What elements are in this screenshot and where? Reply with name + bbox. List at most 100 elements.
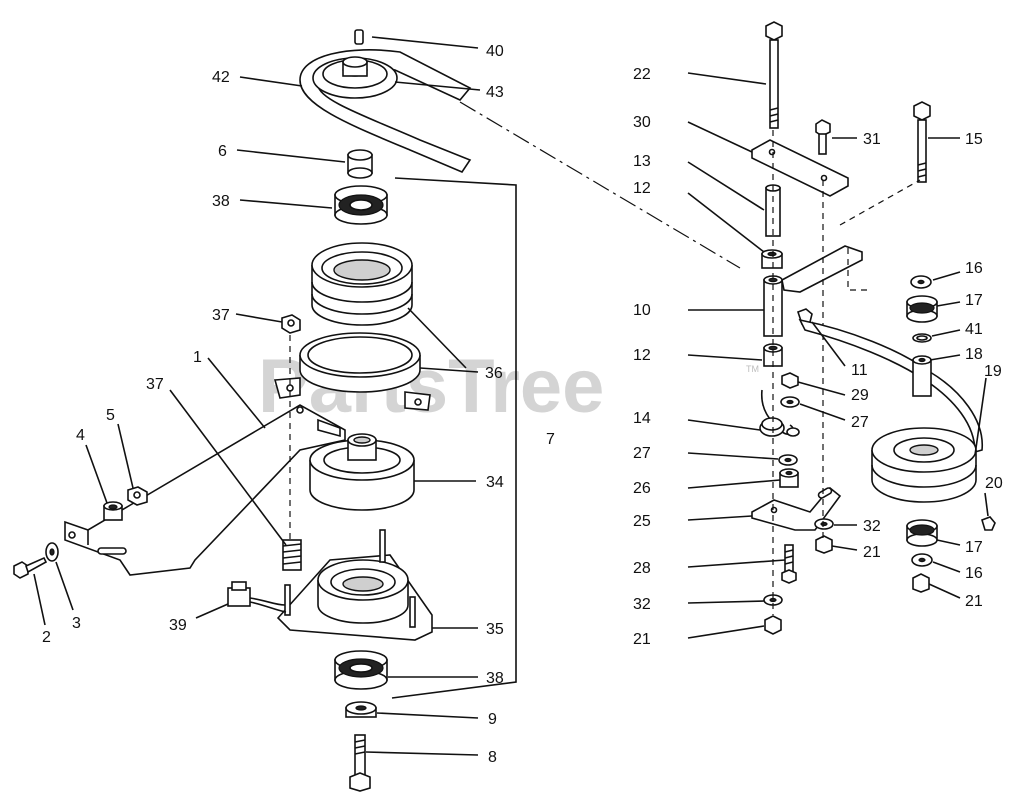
- label-31: 31: [863, 131, 881, 148]
- label-21-bottom: 21: [633, 631, 651, 648]
- label-2: 2: [42, 629, 51, 646]
- label-3: 3: [72, 615, 81, 632]
- bolt-31: [815, 119, 831, 155]
- label-7: 7: [546, 431, 555, 448]
- label-12-bottom: 12: [633, 347, 651, 364]
- label-39: 39: [169, 617, 187, 634]
- label-37-spring: 37: [146, 376, 164, 393]
- clutch-pulley-36: [311, 242, 413, 326]
- label-19: 19: [984, 363, 1002, 380]
- nut-21-b: [764, 615, 782, 635]
- label-11: 11: [851, 362, 868, 379]
- bolt-15: [913, 101, 931, 183]
- label-26: 26: [633, 480, 651, 497]
- bracket-arm-1: [64, 404, 346, 576]
- label-17-bottom: 17: [965, 539, 983, 556]
- label-6: 6: [218, 143, 227, 160]
- spacer-18: [912, 355, 932, 397]
- label-28: 28: [633, 560, 651, 577]
- label-22: 22: [633, 66, 651, 83]
- bolt-28: [781, 544, 797, 584]
- nut-21-a: [815, 535, 833, 554]
- spacer-6: [347, 149, 373, 179]
- bracket-7: [391, 177, 517, 699]
- key-40: [354, 29, 364, 45]
- watermark-trademark: TM: [746, 364, 759, 374]
- label-1: 1: [193, 349, 202, 366]
- spacer-26: [779, 468, 799, 488]
- label-43: 43: [486, 84, 504, 101]
- label-16-top: 16: [965, 260, 983, 277]
- label-40: 40: [486, 43, 504, 60]
- belt-path-line: [459, 101, 741, 269]
- label-27-right: 27: [851, 414, 869, 431]
- dash-15: [839, 179, 921, 226]
- label-42: 42: [212, 69, 230, 86]
- label-5: 5: [106, 407, 115, 424]
- armature-bracket: [273, 377, 431, 411]
- washer-3: [45, 542, 59, 562]
- connector-39: [227, 581, 287, 613]
- rotor-34: [309, 433, 415, 511]
- label-9: 9: [488, 711, 497, 728]
- leader-lines-left: [33, 36, 481, 756]
- label-17-top: 17: [965, 292, 983, 309]
- label-12-top: 12: [633, 180, 651, 197]
- label-41: 41: [965, 321, 983, 338]
- pulley-43: [312, 56, 398, 99]
- washer-27-a: [780, 396, 800, 408]
- spring-37: [282, 539, 302, 571]
- spacer-4: [103, 501, 123, 521]
- nut-21-c: [912, 573, 930, 593]
- leader-lines-right: [687, 72, 989, 639]
- nut-37-top: [281, 314, 301, 334]
- label-15: 15: [965, 131, 983, 148]
- belt-19: [798, 318, 983, 454]
- washer-16-bottom: [911, 553, 933, 567]
- bearing-17-top: [906, 295, 938, 323]
- label-16-bottom: 16: [965, 565, 983, 582]
- label-36: 36: [485, 365, 503, 382]
- nut-29: [781, 372, 799, 389]
- part-labels: 40 42 43 6 38 37 1 37 36 5 4 7 34 2 3 39…: [42, 43, 1003, 766]
- label-20: 20: [985, 475, 1003, 492]
- bolt-2: [13, 556, 48, 579]
- bearing-38-bottom: [334, 650, 388, 690]
- label-32-bottom: 32: [633, 596, 651, 613]
- bolt-8: [349, 734, 371, 792]
- label-38-bottom: 38: [486, 670, 504, 687]
- grease-fitting-20: [981, 516, 996, 531]
- washer-32-a: [814, 518, 834, 530]
- label-4: 4: [76, 427, 85, 444]
- label-37-top: 37: [212, 307, 230, 324]
- label-35: 35: [486, 621, 504, 638]
- washer-16-top: [910, 275, 932, 289]
- washer-27-b: [778, 454, 798, 466]
- nut-5: [127, 486, 148, 506]
- bearing-17-bottom: [906, 519, 938, 547]
- label-29: 29: [851, 387, 869, 404]
- label-13: 13: [633, 153, 651, 170]
- label-18: 18: [965, 346, 983, 363]
- dash-arm: [847, 248, 872, 291]
- bolt-22: [765, 21, 783, 129]
- label-27-left: 27: [633, 445, 651, 462]
- ring-41: [912, 333, 932, 343]
- bearing-38-top: [334, 185, 388, 225]
- armature-ring-36: [299, 332, 421, 393]
- label-34: 34: [486, 474, 504, 491]
- label-10: 10: [633, 302, 651, 319]
- label-32-right: 32: [863, 518, 881, 535]
- label-21-mid: 21: [863, 544, 881, 561]
- label-21-right: 21: [965, 593, 983, 610]
- label-8: 8: [488, 749, 497, 766]
- spring-14: [759, 389, 800, 437]
- label-38-top: 38: [212, 193, 230, 210]
- pulley-19: [871, 427, 977, 503]
- label-25: 25: [633, 513, 651, 530]
- label-14: 14: [633, 410, 651, 427]
- field-coil-35: [276, 529, 433, 641]
- label-30: 30: [633, 114, 651, 131]
- washer-9: [345, 701, 377, 718]
